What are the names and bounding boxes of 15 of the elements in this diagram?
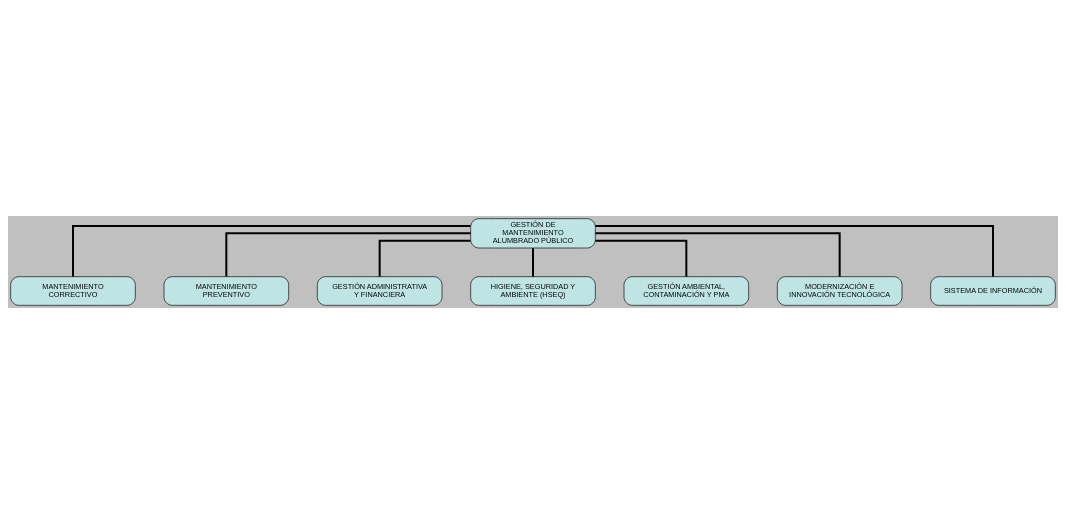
connector xyxy=(225,231,472,277)
node-box: SISTEMA DE INFORMACIÓN xyxy=(930,275,1056,306)
node-box: GESTIÓN DE MANTENIMIENTO ALUMBRADO PÚBLICO xyxy=(470,217,596,248)
node-box: GESTIÓN AMBIENTAL, CONTAMINACIÓN Y PMA xyxy=(623,275,749,306)
node-box: HIGIENE, SEGURIDAD Y AMBIENTE (HSEQ) xyxy=(470,275,596,306)
node-box: MODERNIZACIÓN E INNOVACIÓN TECNOLÓGICA xyxy=(777,275,903,306)
connector xyxy=(72,224,472,278)
connector xyxy=(594,239,688,277)
node-box: MANTENIMIENTO PREVENTIVO xyxy=(163,275,289,306)
connector xyxy=(594,231,841,277)
node-box: MANTENIMIENTO CORRECTIVO xyxy=(10,275,136,306)
node-box: GESTIÓN ADMINISTRATIVA Y FINANCIERA xyxy=(317,275,443,306)
connector xyxy=(378,239,472,277)
connector xyxy=(594,224,994,278)
connector xyxy=(532,246,534,278)
